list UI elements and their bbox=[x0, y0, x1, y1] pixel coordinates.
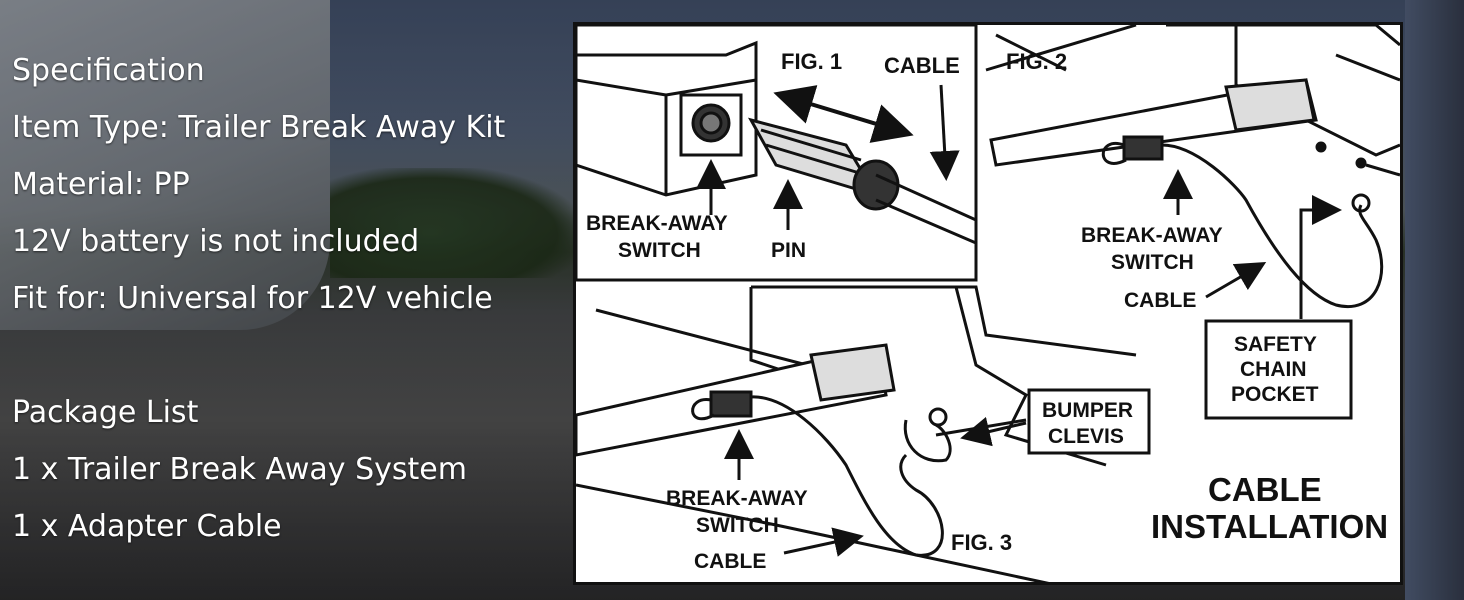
fig2-pocket-line2: CHAIN bbox=[1240, 358, 1307, 381]
fig1-panel bbox=[576, 25, 978, 282]
fig3-bumper-line2: CLEVIS bbox=[1048, 425, 1124, 448]
fig1-receiver-drawing bbox=[576, 40, 758, 197]
fig2-title: FIG. 2 bbox=[1006, 49, 1067, 74]
fig3-title: FIG. 3 bbox=[951, 530, 1012, 555]
installation-title-line1: CABLE bbox=[1208, 471, 1322, 508]
fig1-motion-arrow bbox=[773, 85, 914, 143]
fig1-cable-label: CABLE bbox=[884, 53, 960, 78]
fig3-bumper-arrow bbox=[960, 416, 1027, 447]
fig1-pin-drawing bbox=[747, 117, 977, 245]
package-item: 1 x Adapter Cable bbox=[12, 509, 282, 544]
installation-diagram: FIG. 1 CABLE BREAK-AWAY SWITCH PIN FIG. … bbox=[573, 22, 1403, 585]
spec-text-block: Specification Item Type: Trailer Break A… bbox=[12, 42, 505, 555]
fig2-switch-label-line2: SWITCH bbox=[1111, 251, 1194, 274]
fig1-pin-label: PIN bbox=[771, 239, 806, 262]
fig2-switch-label-line1: BREAK-AWAY bbox=[1081, 224, 1223, 247]
fig1-title: FIG. 1 bbox=[781, 49, 842, 74]
spec-item-type: Item Type: Trailer Break Away Kit bbox=[12, 110, 506, 145]
fig2-pocket-line1: SAFETY bbox=[1234, 333, 1317, 356]
installation-diagram-svg: FIG. 1 CABLE BREAK-AWAY SWITCH PIN FIG. … bbox=[576, 25, 1400, 582]
spec-battery: 12V battery is not included bbox=[12, 224, 420, 259]
spec-material: Material: PP bbox=[12, 167, 190, 202]
fig2-pocket-box bbox=[1204, 319, 1353, 420]
package-heading: Package List bbox=[12, 395, 199, 430]
fig3-bumper-box bbox=[1027, 388, 1151, 455]
fig2-pocket-arrow bbox=[1299, 195, 1342, 319]
fig1-switch-label-line1: BREAK-AWAY bbox=[586, 212, 728, 235]
fig3-drawing bbox=[576, 285, 1137, 582]
fig3-switch-label-line1: BREAK-AWAY bbox=[666, 487, 808, 510]
package-item: 1 x Trailer Break Away System bbox=[12, 452, 467, 487]
spec-gap bbox=[12, 327, 505, 384]
spec-fit: Fit for: Universal for 12V vehicle bbox=[12, 281, 493, 316]
background-trees bbox=[330, 168, 580, 278]
background-right-edge bbox=[1405, 0, 1464, 600]
fig2-cable-label: CABLE bbox=[1124, 289, 1196, 312]
fig3-bumper-line1: BUMPER bbox=[1042, 399, 1133, 422]
spec-heading: Specification bbox=[12, 53, 205, 88]
background-rv bbox=[0, 0, 330, 330]
fig2-drawing bbox=[985, 25, 1400, 308]
fig3-cable-label: CABLE bbox=[694, 550, 766, 573]
fig3-cable-arrow bbox=[783, 527, 864, 557]
fig3-switch-label-line2: SWITCH bbox=[696, 514, 779, 537]
fig1-cable-arrow bbox=[929, 84, 960, 181]
installation-title-line2: INSTALLATION bbox=[1151, 508, 1388, 545]
fig1-switch-label-line2: SWITCH bbox=[618, 239, 701, 262]
fig2-title-leader bbox=[995, 33, 1067, 72]
fig2-pocket-line3: POCKET bbox=[1231, 383, 1319, 406]
fig2-cable-arrow bbox=[1205, 261, 1267, 299]
